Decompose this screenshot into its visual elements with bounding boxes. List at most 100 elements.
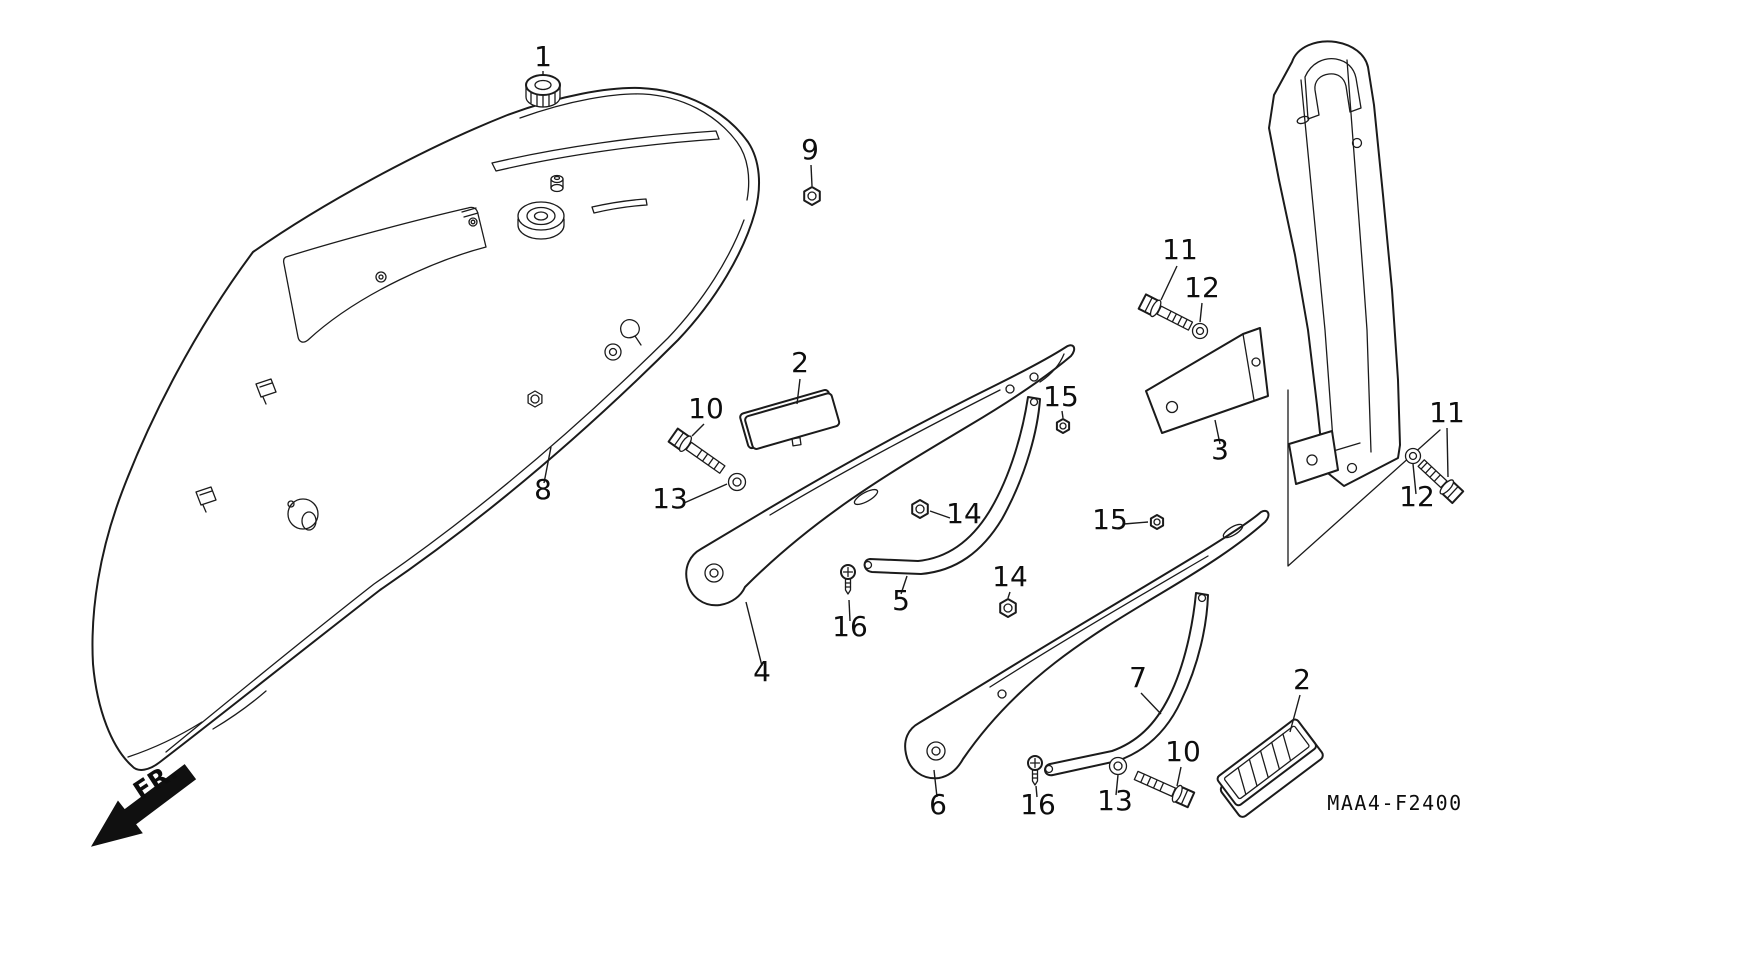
stay-hoop-inner [1304,57,1362,120]
callout-2-left-label: 2 [791,346,809,379]
callout-10-left-label: 10 [688,392,724,425]
leader-line [810,164,813,187]
bracket-hole [1005,384,1015,394]
leader-line [1412,463,1417,495]
callout-12-right-label: 12 [1399,480,1435,513]
nut-part-9 [803,186,821,206]
washer-part-12-right [1404,447,1422,465]
washer-part-12-top [1191,322,1209,340]
brace-part-5 [863,396,1041,575]
callout-10-right-label: 10 [1165,735,1201,768]
screw-part-16-right [1027,755,1043,786]
stay-wing-plate [1145,327,1269,434]
nut-part-14-upper [911,499,929,519]
stay-part-3 [1145,40,1401,487]
callout-5-label: 5 [892,584,910,617]
callout-labels: 1 9 2 10 13 8 4 16 5 14 14 15 15 11 12 3… [534,40,1465,821]
fender-access-panel [282,206,487,343]
bracket-part-6 [904,510,1270,780]
callout-16-right-label: 16 [1020,788,1056,821]
reflector-part-2-left [739,389,841,450]
leader-line [745,601,763,667]
bracket-slot [1222,523,1244,539]
callout-3-label: 3 [1211,433,1229,466]
fender-top-bolt [550,174,564,193]
front-arrow-icon [90,764,197,847]
reflector-part-2-right [1216,718,1324,818]
callout-11-top-label: 11 [1162,233,1198,266]
callout-15-upper-label: 15 [1043,380,1079,413]
callout-8-label: 8 [534,473,552,506]
callout-15-lower-label: 15 [1092,503,1128,536]
reflector-hatching [1237,733,1292,796]
foot-hole [1306,454,1318,466]
leader-line [1115,774,1119,796]
leader-line [1035,785,1038,798]
bolt-part-11-right [1417,459,1465,505]
bracket-hole [1029,372,1039,382]
leader-line [933,769,938,798]
fender-side-grommets [527,319,642,408]
fender-filler-boss [517,201,565,240]
leader-line [1199,302,1203,323]
panel-bolt [375,271,387,283]
callout-1-label: 1 [534,40,552,73]
bracket-part-4 [685,344,1076,607]
leader-line [1140,692,1162,715]
hex-bolt [527,390,543,408]
stay-outline [1268,40,1401,487]
callout-12-top-label: 12 [1184,271,1220,304]
fender-hub-detail [287,498,319,531]
washer-part-13-left [727,472,747,492]
bracket-end-hole [704,563,724,583]
panel-plane-lines [1287,389,1441,567]
fender-clips [195,378,277,513]
leader-lines [542,71,1449,798]
bracket-4-outline [685,344,1076,607]
callout-2-right-label: 2 [1293,663,1311,696]
washer-part-13-right [1108,756,1128,776]
nut-part-15-lower [1149,514,1165,530]
stay-foot-tab [1288,430,1339,485]
brace-7-outline [1044,592,1209,777]
leader-line [848,599,851,622]
leader-line [1289,694,1301,733]
bolt-part-11-top [1137,293,1194,331]
callout-14-lower-label: 14 [992,560,1028,593]
bolt-part-10-left [667,427,726,474]
leader-line [1446,427,1449,478]
wing-hole [1251,357,1261,367]
leader-line [1123,521,1149,525]
stay-hole [1351,137,1363,149]
callout-11-right-label: 11 [1429,396,1465,429]
diagram-code: MAA4-F2400 [1327,791,1462,815]
leader-line [691,423,705,437]
bracket-end-hole [926,741,946,761]
leader-line [683,483,728,504]
screw-part-16-left [840,564,856,595]
leader-line [796,378,801,405]
bracket-6-outline [904,510,1270,780]
leader-line [1214,419,1221,445]
leader-line [1160,265,1178,301]
callout-16-left-label: 16 [832,610,868,643]
callout-14-upper-label: 14 [946,497,982,530]
panel-bolt [468,217,478,227]
bracket-hole [997,689,1007,699]
stay-hole [1346,462,1358,474]
fender-detail-lines [127,93,750,758]
bracket-slot [853,488,879,506]
grommet-hole [604,343,622,361]
callout-9-label: 9 [801,133,819,166]
nut-part-14-lower [999,598,1017,618]
leader-line [543,446,552,484]
callout-13-left-label: 13 [652,482,688,515]
brace-part-7 [1044,592,1209,777]
leader-line [929,510,951,519]
grommet-part-1 [525,74,561,108]
callout-13-right-label: 13 [1097,784,1133,817]
rear-fender-part-8 [91,86,760,771]
fender-outline [91,86,760,771]
